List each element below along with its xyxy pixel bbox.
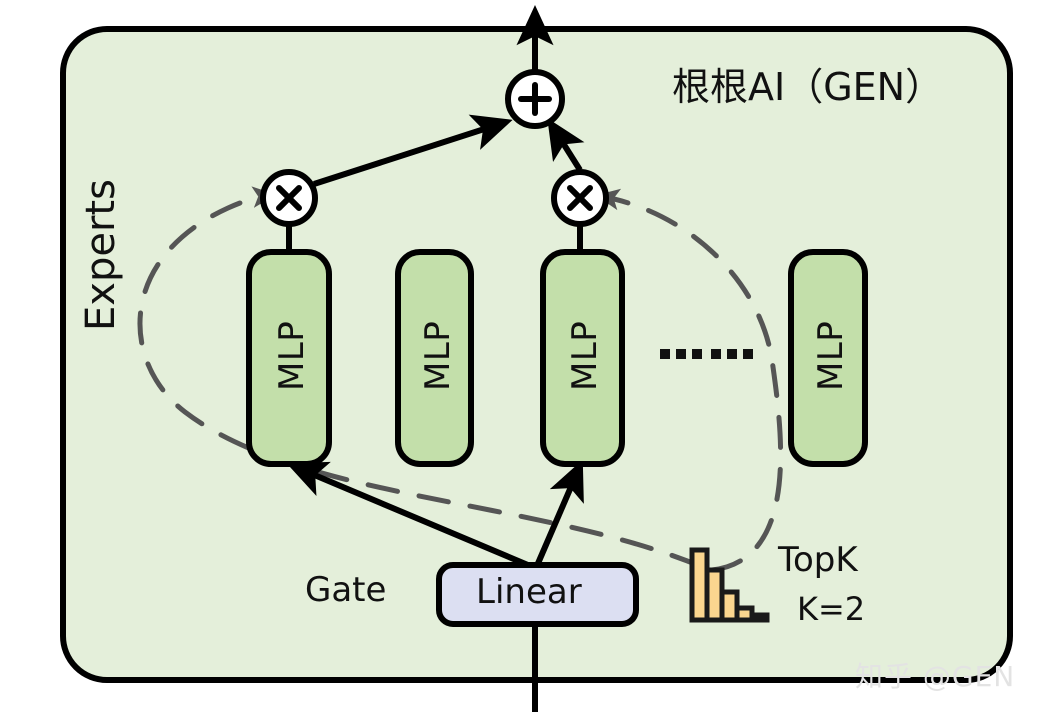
routing-dash-left [137, 186, 703, 569]
topk-k-value-label: K=2 [797, 590, 866, 628]
expert-label-1: MLP [272, 320, 312, 391]
expert-box-2[interactable] [395, 249, 474, 467]
multiply-node-2[interactable] [551, 169, 609, 227]
multiply-node-1[interactable] [260, 169, 318, 227]
ellipsis-dots [660, 349, 753, 359]
multiply-1-to-add-arrow [313, 114, 513, 187]
add-node[interactable] [505, 69, 565, 129]
topk-histogram [689, 547, 770, 623]
expert-label-2: MLP [418, 320, 458, 391]
experts-label: Experts [78, 179, 124, 331]
gate-linear-label: Linear [476, 572, 582, 612]
routing-dash-right [595, 188, 784, 573]
page-title: 根根AI（GEN） [672, 65, 944, 109]
gate-to-expert-1-arrow [286, 461, 537, 571]
expert-box-3[interactable] [540, 249, 625, 467]
gate-label: Gate [305, 570, 387, 610]
multiply-2-to-add-arrow [547, 118, 585, 172]
expert-label-4: MLP [811, 320, 851, 391]
expert-label-3: MLP [565, 320, 605, 391]
topk-label: TopK [778, 540, 858, 580]
gate-linear-box[interactable] [436, 562, 639, 627]
watermark: 知乎 @GEN [855, 660, 1016, 693]
expert-box-4[interactable] [788, 249, 868, 467]
gate-to-expert-3-arrow [533, 459, 584, 570]
expert-box-1[interactable] [246, 249, 332, 467]
